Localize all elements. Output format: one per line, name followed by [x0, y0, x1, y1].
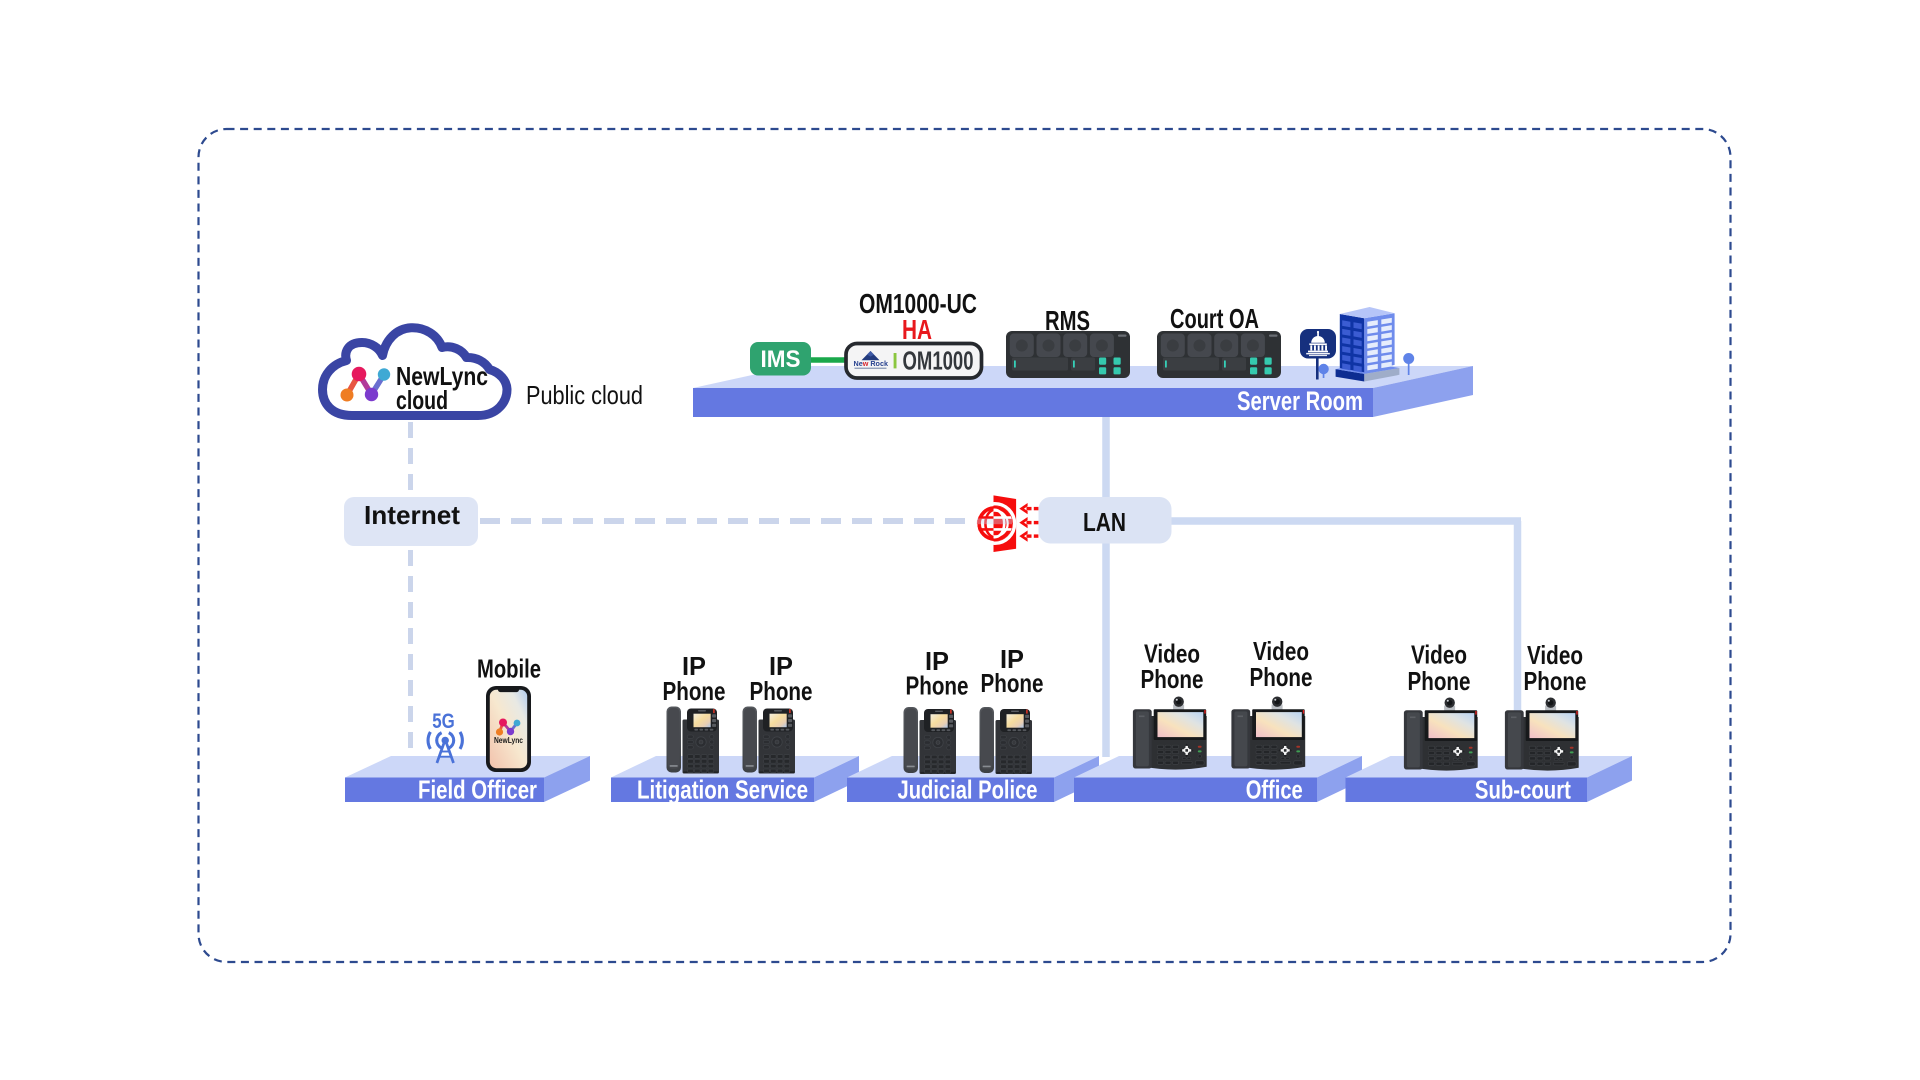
svg-text:NewLync: NewLync — [494, 736, 523, 745]
svg-text:IP: IP — [1000, 644, 1024, 674]
svg-text:Litigation Service: Litigation Service — [637, 775, 808, 805]
svg-text:Mobile: Mobile — [477, 654, 541, 684]
svg-text:cloud: cloud — [396, 385, 448, 415]
svg-text:Video: Video — [1144, 639, 1200, 669]
svg-text:IP: IP — [682, 651, 706, 681]
svg-text:IP: IP — [769, 651, 793, 681]
svg-text:Phone: Phone — [1141, 664, 1204, 694]
svg-text:New Rock: New Rock — [854, 361, 889, 368]
svg-text:Phone: Phone — [1524, 666, 1587, 696]
svg-text:Public cloud: Public cloud — [526, 380, 643, 410]
svg-text:Field Officer: Field Officer — [418, 775, 537, 805]
svg-text:Server Room: Server Room — [1237, 386, 1363, 416]
svg-text:OM1000: OM1000 — [903, 346, 974, 376]
svg-text:Internet: Internet — [364, 500, 460, 530]
svg-text:Phone: Phone — [1408, 666, 1471, 696]
svg-text:Phone: Phone — [981, 668, 1044, 698]
svg-text:Court OA: Court OA — [1170, 303, 1259, 334]
svg-text:Video: Video — [1253, 636, 1309, 666]
svg-text:LAN: LAN — [1083, 507, 1126, 537]
svg-text:5G: 5G — [432, 710, 455, 733]
svg-text:Office: Office — [1246, 775, 1303, 805]
svg-text:IP: IP — [925, 646, 949, 676]
svg-text:OM1000-UC: OM1000-UC — [859, 288, 977, 319]
svg-text:HA: HA — [902, 314, 932, 345]
svg-text:Sub-court: Sub-court — [1475, 775, 1571, 805]
svg-text:Phone: Phone — [1250, 662, 1313, 692]
svg-text:RMS: RMS — [1045, 305, 1090, 336]
svg-text:NewLync: NewLync — [396, 361, 488, 391]
svg-text:Video: Video — [1527, 640, 1583, 670]
svg-text:Video: Video — [1411, 640, 1467, 670]
svg-text:Judicial Police: Judicial Police — [898, 775, 1038, 805]
svg-text:Phone: Phone — [663, 676, 726, 706]
svg-text:Phone: Phone — [906, 671, 969, 701]
svg-text:IMS: IMS — [761, 346, 801, 373]
svg-text:Phone: Phone — [750, 676, 813, 706]
